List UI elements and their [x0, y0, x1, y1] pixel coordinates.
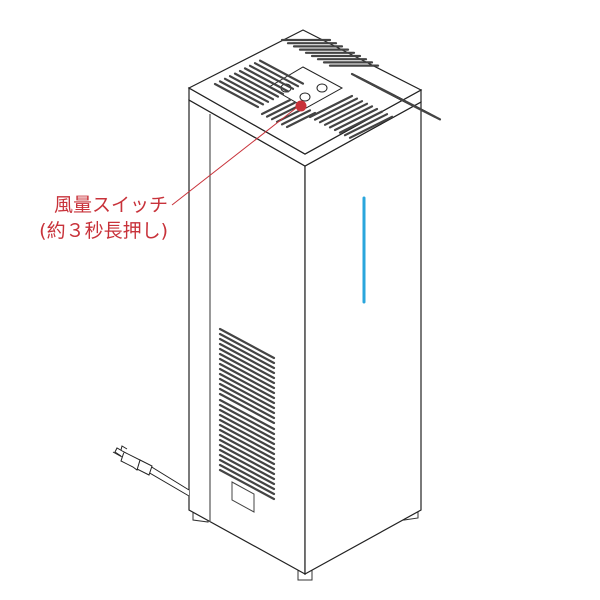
side-vent-slot [218, 418, 276, 451]
top-vent-slot [238, 69, 285, 96]
top-vent-slot [265, 101, 297, 118]
top-vent-slot [213, 82, 260, 109]
power-plug-icon [112, 445, 190, 497]
callout-label-note: (約３秒長押し) [39, 220, 168, 242]
side-vent-slot [218, 458, 276, 491]
side-vent-slot [218, 413, 276, 446]
side-vent-slot [218, 352, 276, 385]
side-vent-slot [218, 423, 276, 456]
top-vent-slot [313, 97, 359, 121]
side-vent-slot [218, 362, 276, 395]
side-vent-slot [218, 377, 276, 410]
side-vent-slot [218, 428, 276, 461]
side-vent-slot [218, 372, 276, 405]
top-vent-slot [318, 100, 364, 124]
top-vent-slot [248, 64, 295, 90]
top-vent-slot [328, 105, 374, 129]
top-vent-slot [218, 80, 265, 106]
callout-leader-line [171, 104, 301, 206]
side-vent-slot [218, 438, 276, 471]
side-vent-slot [218, 448, 276, 481]
top-vent-slot [338, 110, 384, 134]
top-vent-slot [280, 109, 312, 126]
top-vents [213, 38, 442, 139]
label-plate [231, 481, 255, 513]
top-vent-slot [285, 111, 317, 129]
top-vent-slot [228, 75, 275, 101]
top-vent-slot [308, 94, 354, 119]
control-panel-plate [268, 66, 344, 109]
top-vent-slot [333, 107, 379, 132]
side-vent-slot [218, 453, 276, 486]
button-center[interactable] [299, 92, 311, 102]
side-vent-slot [218, 337, 276, 370]
side-vent-slot [218, 408, 276, 441]
side-vent-slot [218, 463, 276, 496]
side-vent-slot [218, 468, 276, 501]
top-vent-slot [348, 115, 394, 139]
side-vent-slot [218, 443, 276, 476]
side-vent-slot [218, 327, 276, 360]
top-vent-slot [343, 113, 389, 137]
side-vent-slot [218, 403, 276, 436]
top-vent-slot [258, 59, 305, 85]
plug-body [120, 451, 141, 471]
callout-label-title: 風量スイッチ [53, 194, 168, 216]
side-vent-slot [218, 332, 276, 365]
top-vent-slot [233, 72, 280, 98]
top-vent-slot [243, 67, 290, 93]
side-vent-slot [218, 357, 276, 390]
side-vent-slot [218, 392, 276, 425]
side-vent-slot [218, 387, 276, 420]
right-face [304, 100, 422, 576]
side-vent-slot [218, 382, 276, 415]
top-vent-slot [395, 96, 442, 121]
top-vent-slot [253, 62, 300, 88]
top-vent-slot [323, 102, 369, 126]
button-right[interactable] [316, 83, 328, 93]
power-cord [147, 465, 190, 497]
side-vent-slot [218, 347, 276, 380]
side-vent-slot [218, 342, 276, 375]
side-vents [218, 327, 276, 501]
side-vent-slot [218, 433, 276, 466]
side-vent-slot [218, 367, 276, 400]
top-vent-slot [270, 104, 302, 121]
side-vent-slot [218, 398, 276, 431]
top-vent-slot [223, 77, 270, 103]
body [187, 29, 423, 576]
callout-dot [295, 100, 307, 112]
top-vent-slot [260, 98, 292, 116]
